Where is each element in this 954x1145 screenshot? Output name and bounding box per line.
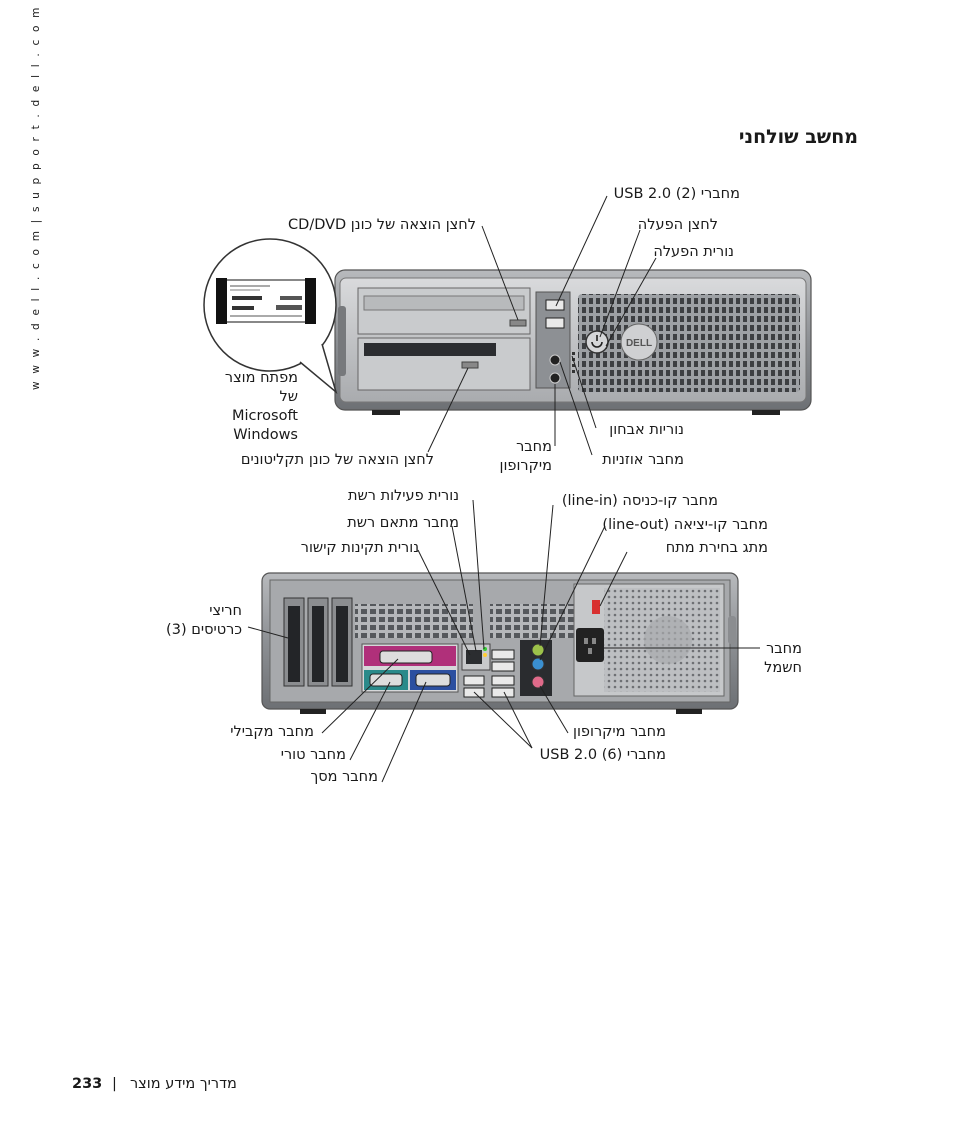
rear-view — [261, 572, 739, 714]
rear-usb-port[interactable] — [463, 675, 485, 686]
label-power-button: לחצן הפעלה — [637, 217, 718, 233]
footer-guide-title: מדריך מידע מוצר — [130, 1076, 237, 1092]
label-line-in: מחבר קו-כניסה (line-in) — [561, 493, 718, 509]
video-port[interactable] — [415, 673, 451, 687]
product-key-callout — [203, 238, 338, 395]
page-title: מחשב שולחני — [738, 126, 858, 148]
label-rear-usb: מחברי USB 2.0 (6) — [539, 747, 666, 763]
label-floppy-eject: לחצן הוצאה של כונן תקליטונים — [240, 452, 434, 468]
dell-logo-icon — [620, 323, 658, 361]
front-usb-port-1[interactable] — [545, 299, 565, 311]
rear-usb-port[interactable] — [491, 687, 515, 698]
label-product-key: מפתח מוצר של Microsoft Windows — [224, 370, 298, 443]
label-link-integrity: נורית תקינות קישור — [300, 540, 419, 556]
rear-usb-port[interactable] — [491, 649, 515, 660]
network-port[interactable] — [466, 650, 482, 664]
floppy-drive — [357, 337, 531, 391]
rear-usb-port[interactable] — [491, 661, 515, 672]
line-out-jack[interactable] — [531, 657, 545, 671]
cd-eject-button[interactable] — [509, 319, 527, 327]
leader-lines — [247, 195, 760, 783]
mic-jack[interactable] — [549, 372, 561, 384]
label-diagnostic-lights: נוריות אבחון — [609, 422, 684, 438]
label-card-slots: חריצי כרטיסים (3) — [166, 603, 242, 638]
headphone-jack[interactable] — [549, 354, 561, 366]
front-usb-port-2[interactable] — [545, 317, 565, 329]
power-button[interactable] — [585, 330, 609, 354]
footer-separator: | — [112, 1076, 117, 1092]
mic-jack-rear[interactable] — [531, 675, 545, 689]
rear-usb-port[interactable] — [491, 675, 515, 686]
label-front-mic: מחבר מיקרופון — [499, 439, 552, 474]
label-serial: מחבר טורי — [280, 747, 346, 763]
label-net-activity: נורית פעילות רשת — [347, 488, 459, 504]
floppy-eject-button[interactable] — [461, 361, 479, 369]
label-front-usb: מחברי USB 2.0 (2) — [613, 186, 740, 202]
svg-text:DELL: DELL — [626, 338, 652, 349]
optical-drive — [357, 287, 531, 335]
label-line-out: מחבר קו-יציאה (line-out) — [602, 517, 768, 533]
label-headphone: מחבר אוזניות — [602, 452, 684, 468]
label-parallel: מחבר מקבילי — [230, 724, 314, 740]
label-voltage-switch: מתג בחירת מתח — [665, 540, 768, 556]
line-in-jack[interactable] — [531, 643, 545, 657]
power-connector[interactable] — [576, 628, 604, 662]
label-power-connector: מחבר חשמל — [764, 641, 802, 676]
label-video: מחבר מסך — [310, 769, 378, 785]
parallel-port[interactable] — [379, 650, 433, 664]
label-rear-mic: מחבר מיקרופון — [573, 724, 666, 740]
page-number: 233 — [72, 1076, 103, 1092]
serial-port[interactable] — [369, 673, 403, 687]
voltage-switch[interactable] — [592, 600, 600, 614]
label-cd-eject: לחצן הוצאה של כונן CD/DVD — [288, 217, 476, 233]
front-view: DELL — [334, 269, 812, 415]
card-slots — [283, 597, 353, 687]
label-power-light: נורית הפעלה — [653, 244, 734, 260]
label-net-adapter: מחבר מתאם רשת — [347, 515, 459, 531]
